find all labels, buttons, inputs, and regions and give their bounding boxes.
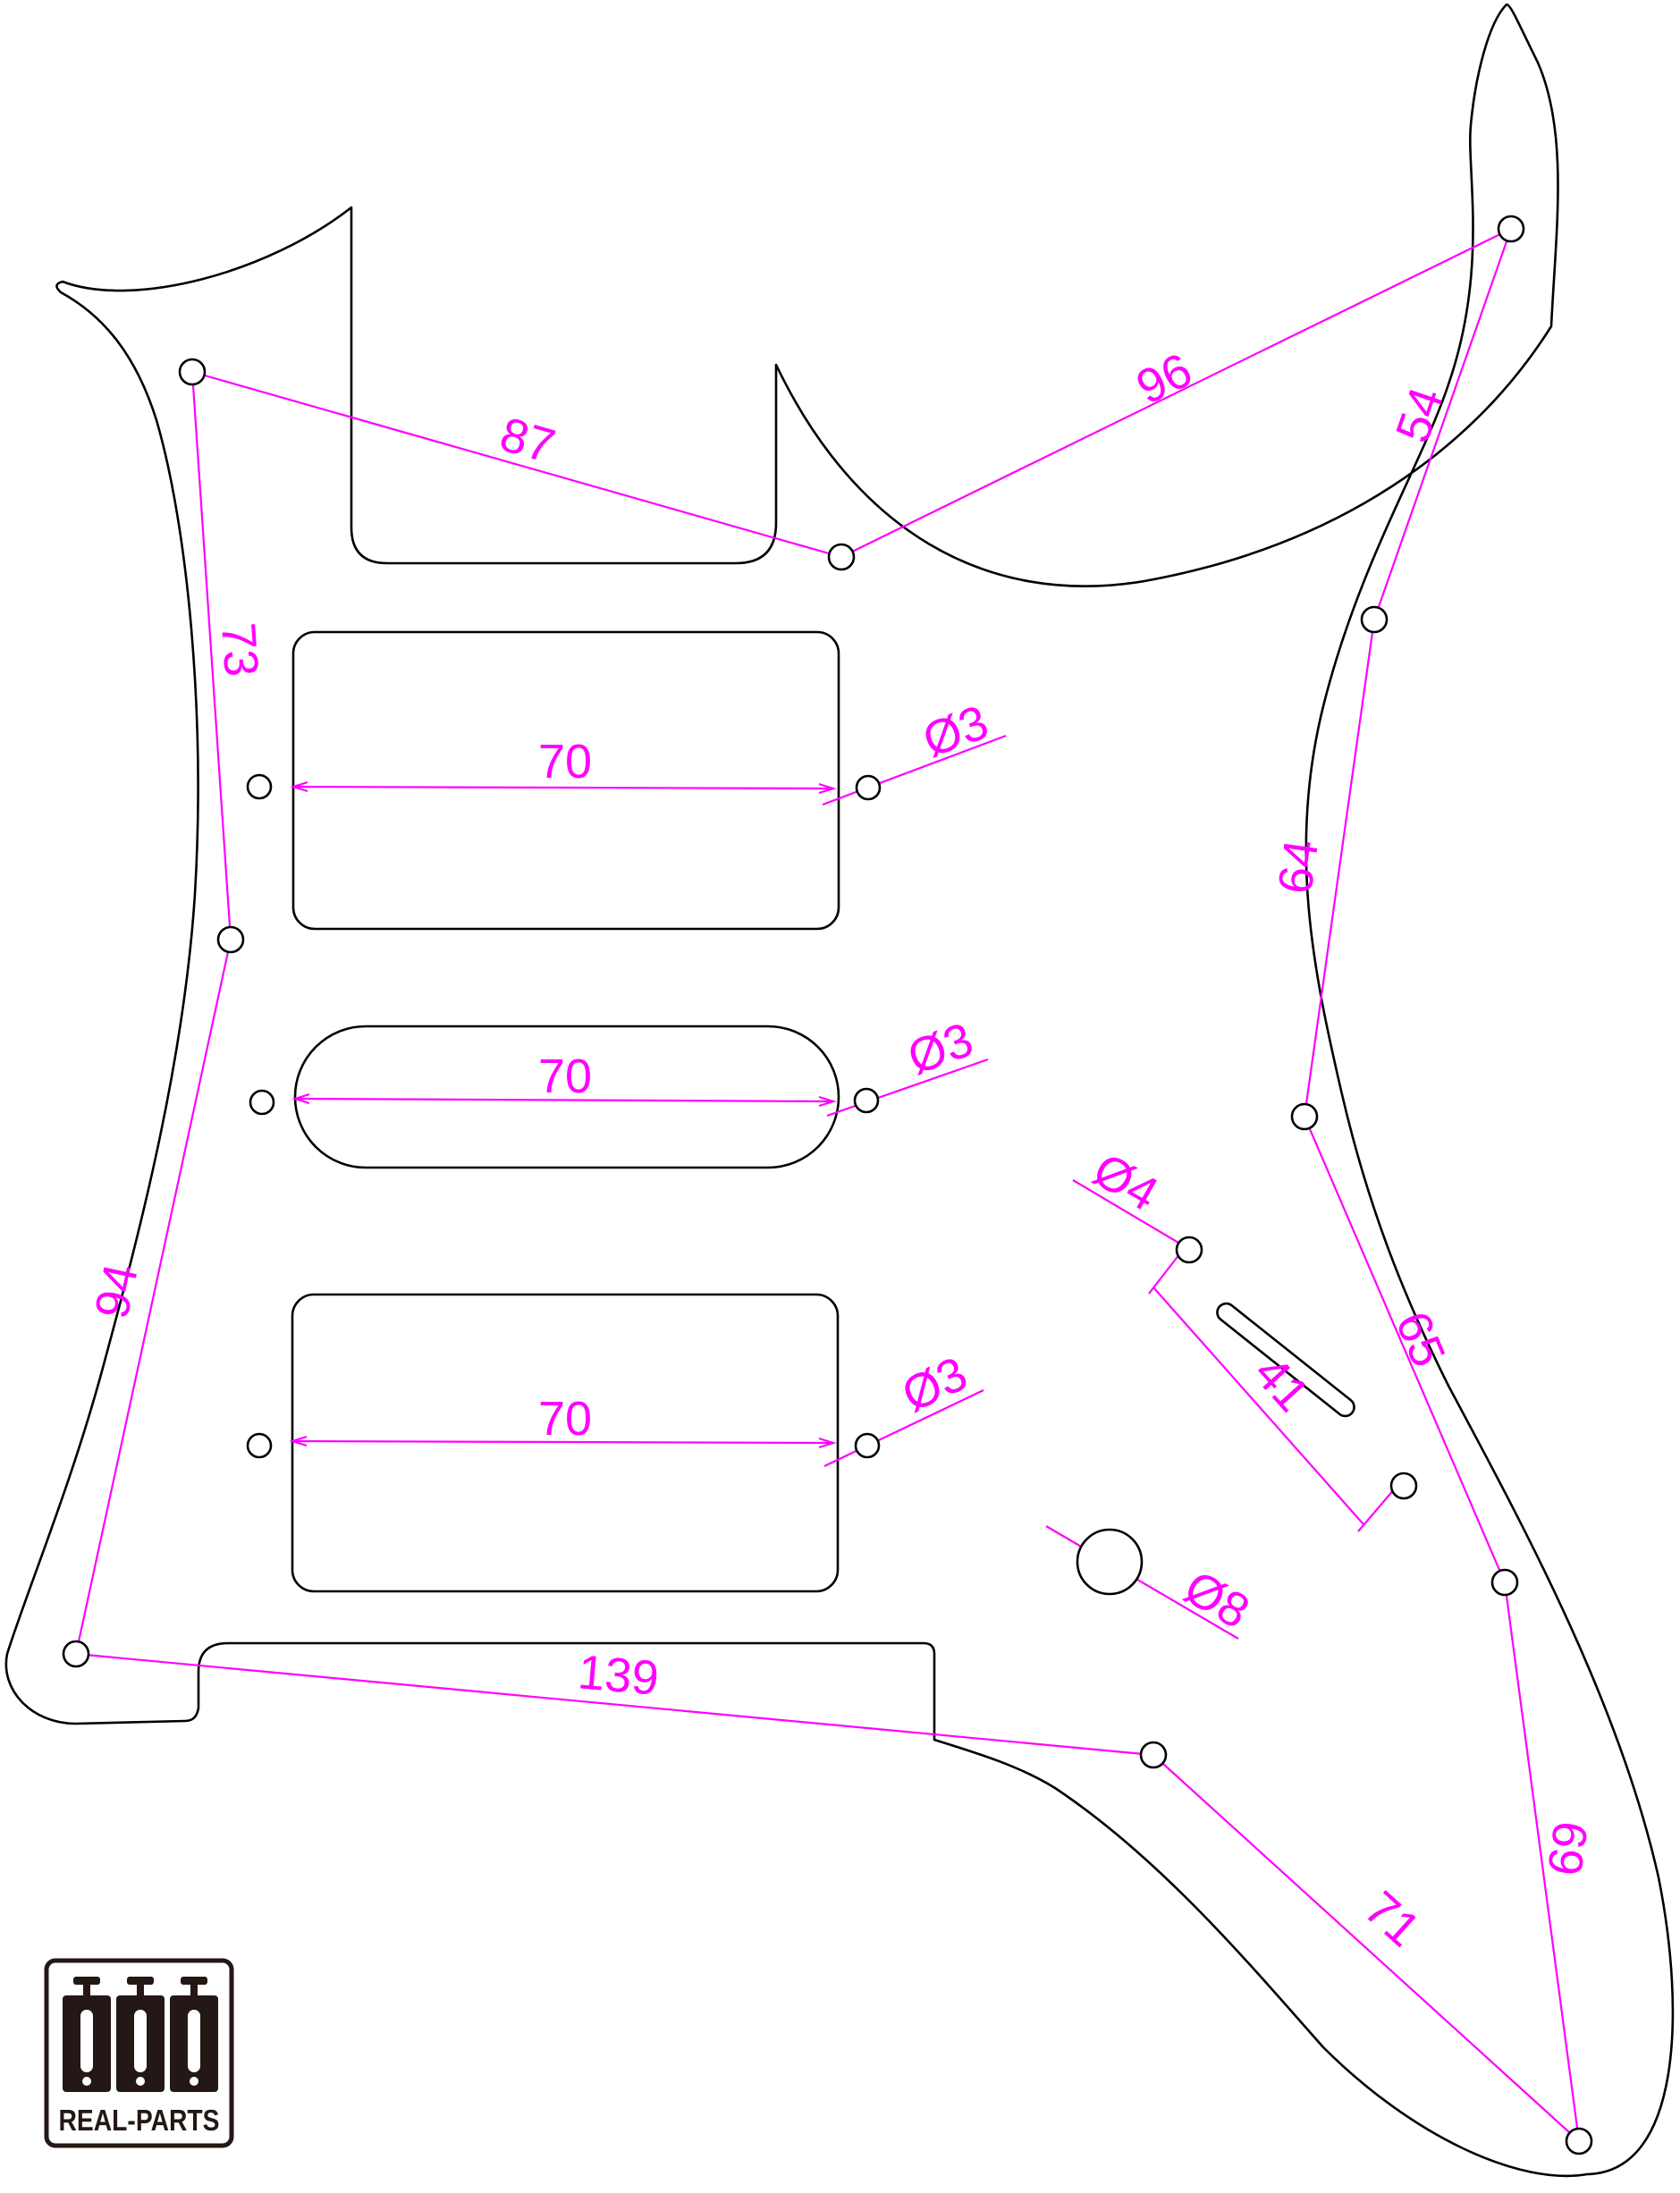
pickup-screw-hole <box>246 773 273 800</box>
label-87: 87 <box>494 408 561 474</box>
dim-line-64 <box>1303 619 1376 1118</box>
dim-line-65 <box>1303 1116 1507 1583</box>
label-neck-dia: Ø3 <box>916 696 995 768</box>
label-64: 64 <box>1268 837 1329 898</box>
label-switch-41: 41 <box>1244 1346 1320 1422</box>
label-71: 71 <box>1355 1881 1431 1957</box>
logo-wordmark: REAL-PARTS <box>59 2104 220 2137</box>
screw-hole <box>62 1640 90 1668</box>
pickguard-outline <box>4 3 1675 2178</box>
dimension-labels: 87 96 54 64 65 69 71 139 94 73 70 70 70 … <box>85 343 1598 1957</box>
screw-hole <box>1139 1741 1168 1769</box>
label-94: 94 <box>85 1260 148 1323</box>
pickup-screw-hole <box>855 774 882 801</box>
screw-hole <box>1290 1102 1319 1131</box>
pickup-screw-hole <box>853 1087 880 1114</box>
dim-leader-bridge-dia <box>823 1389 984 1467</box>
dim-line-139 <box>75 1652 1154 1757</box>
pickup-screw-hole <box>249 1089 275 1116</box>
dim-line-neck-70 <box>292 785 834 790</box>
label-69: 69 <box>1537 1818 1598 1879</box>
label-54: 54 <box>1386 381 1454 449</box>
label-73: 73 <box>211 621 268 679</box>
dim-line-middle-70 <box>294 1097 834 1103</box>
label-middle-70: 70 <box>538 1050 592 1103</box>
dimension-lines <box>74 228 1581 2142</box>
dim-line-69 <box>1503 1581 1581 2142</box>
screw-hole <box>1360 605 1389 634</box>
label-neck-70: 70 <box>538 735 592 789</box>
dim-line-54 <box>1372 228 1513 620</box>
screw-hole <box>178 358 207 386</box>
dim-line-87 <box>191 370 842 559</box>
switch-screw-hole-bottom <box>1389 1472 1418 1500</box>
label-139: 139 <box>576 1645 661 1706</box>
label-switch-dia: Ø4 <box>1085 1143 1167 1221</box>
real-parts-logo: REAL-PARTS <box>44 1958 234 2148</box>
dim-line-switch-41 <box>1152 1286 1364 1525</box>
switch-screw-hole-top <box>1175 1236 1203 1264</box>
dim-line-94 <box>74 939 232 1655</box>
pickup-screw-hole <box>854 1432 881 1459</box>
pickup-screw-hole <box>246 1432 273 1459</box>
label-65: 65 <box>1385 1304 1456 1375</box>
neck-humbucker-cavity <box>291 630 840 931</box>
label-bridge-70: 70 <box>538 1392 592 1446</box>
screw-hole <box>1490 1568 1519 1597</box>
dim-line-bridge-70 <box>291 1439 834 1445</box>
screw-hole <box>216 925 245 954</box>
dim-leader-neck-dia <box>822 734 1007 806</box>
jack-hole <box>1076 1528 1144 1596</box>
dim-leader-jack-dia <box>1045 1525 1239 1640</box>
dim-line-96 <box>840 228 1512 558</box>
dim-leader-switch-dia <box>1072 1179 1179 1244</box>
bridge-humbucker-cavity <box>291 1293 840 1593</box>
dim-line-73 <box>190 371 232 940</box>
dim-leader-middle-dia <box>826 1058 989 1118</box>
label-jack-dia: Ø8 <box>1176 1560 1258 1639</box>
label-bridge-dia: Ø3 <box>894 1346 975 1422</box>
screw-hole <box>827 543 856 571</box>
pickup-holes <box>246 773 882 1459</box>
label-middle-dia: Ø3 <box>901 1013 980 1085</box>
screw-hole <box>1565 2127 1593 2155</box>
screw-hole <box>1497 215 1525 243</box>
mounting-holes <box>62 215 1593 2155</box>
switch-slot <box>1216 1302 1355 1418</box>
dim-line-71 <box>1152 1754 1580 2142</box>
label-96: 96 <box>1128 343 1200 415</box>
middle-single-coil-cavity <box>293 1025 840 1169</box>
